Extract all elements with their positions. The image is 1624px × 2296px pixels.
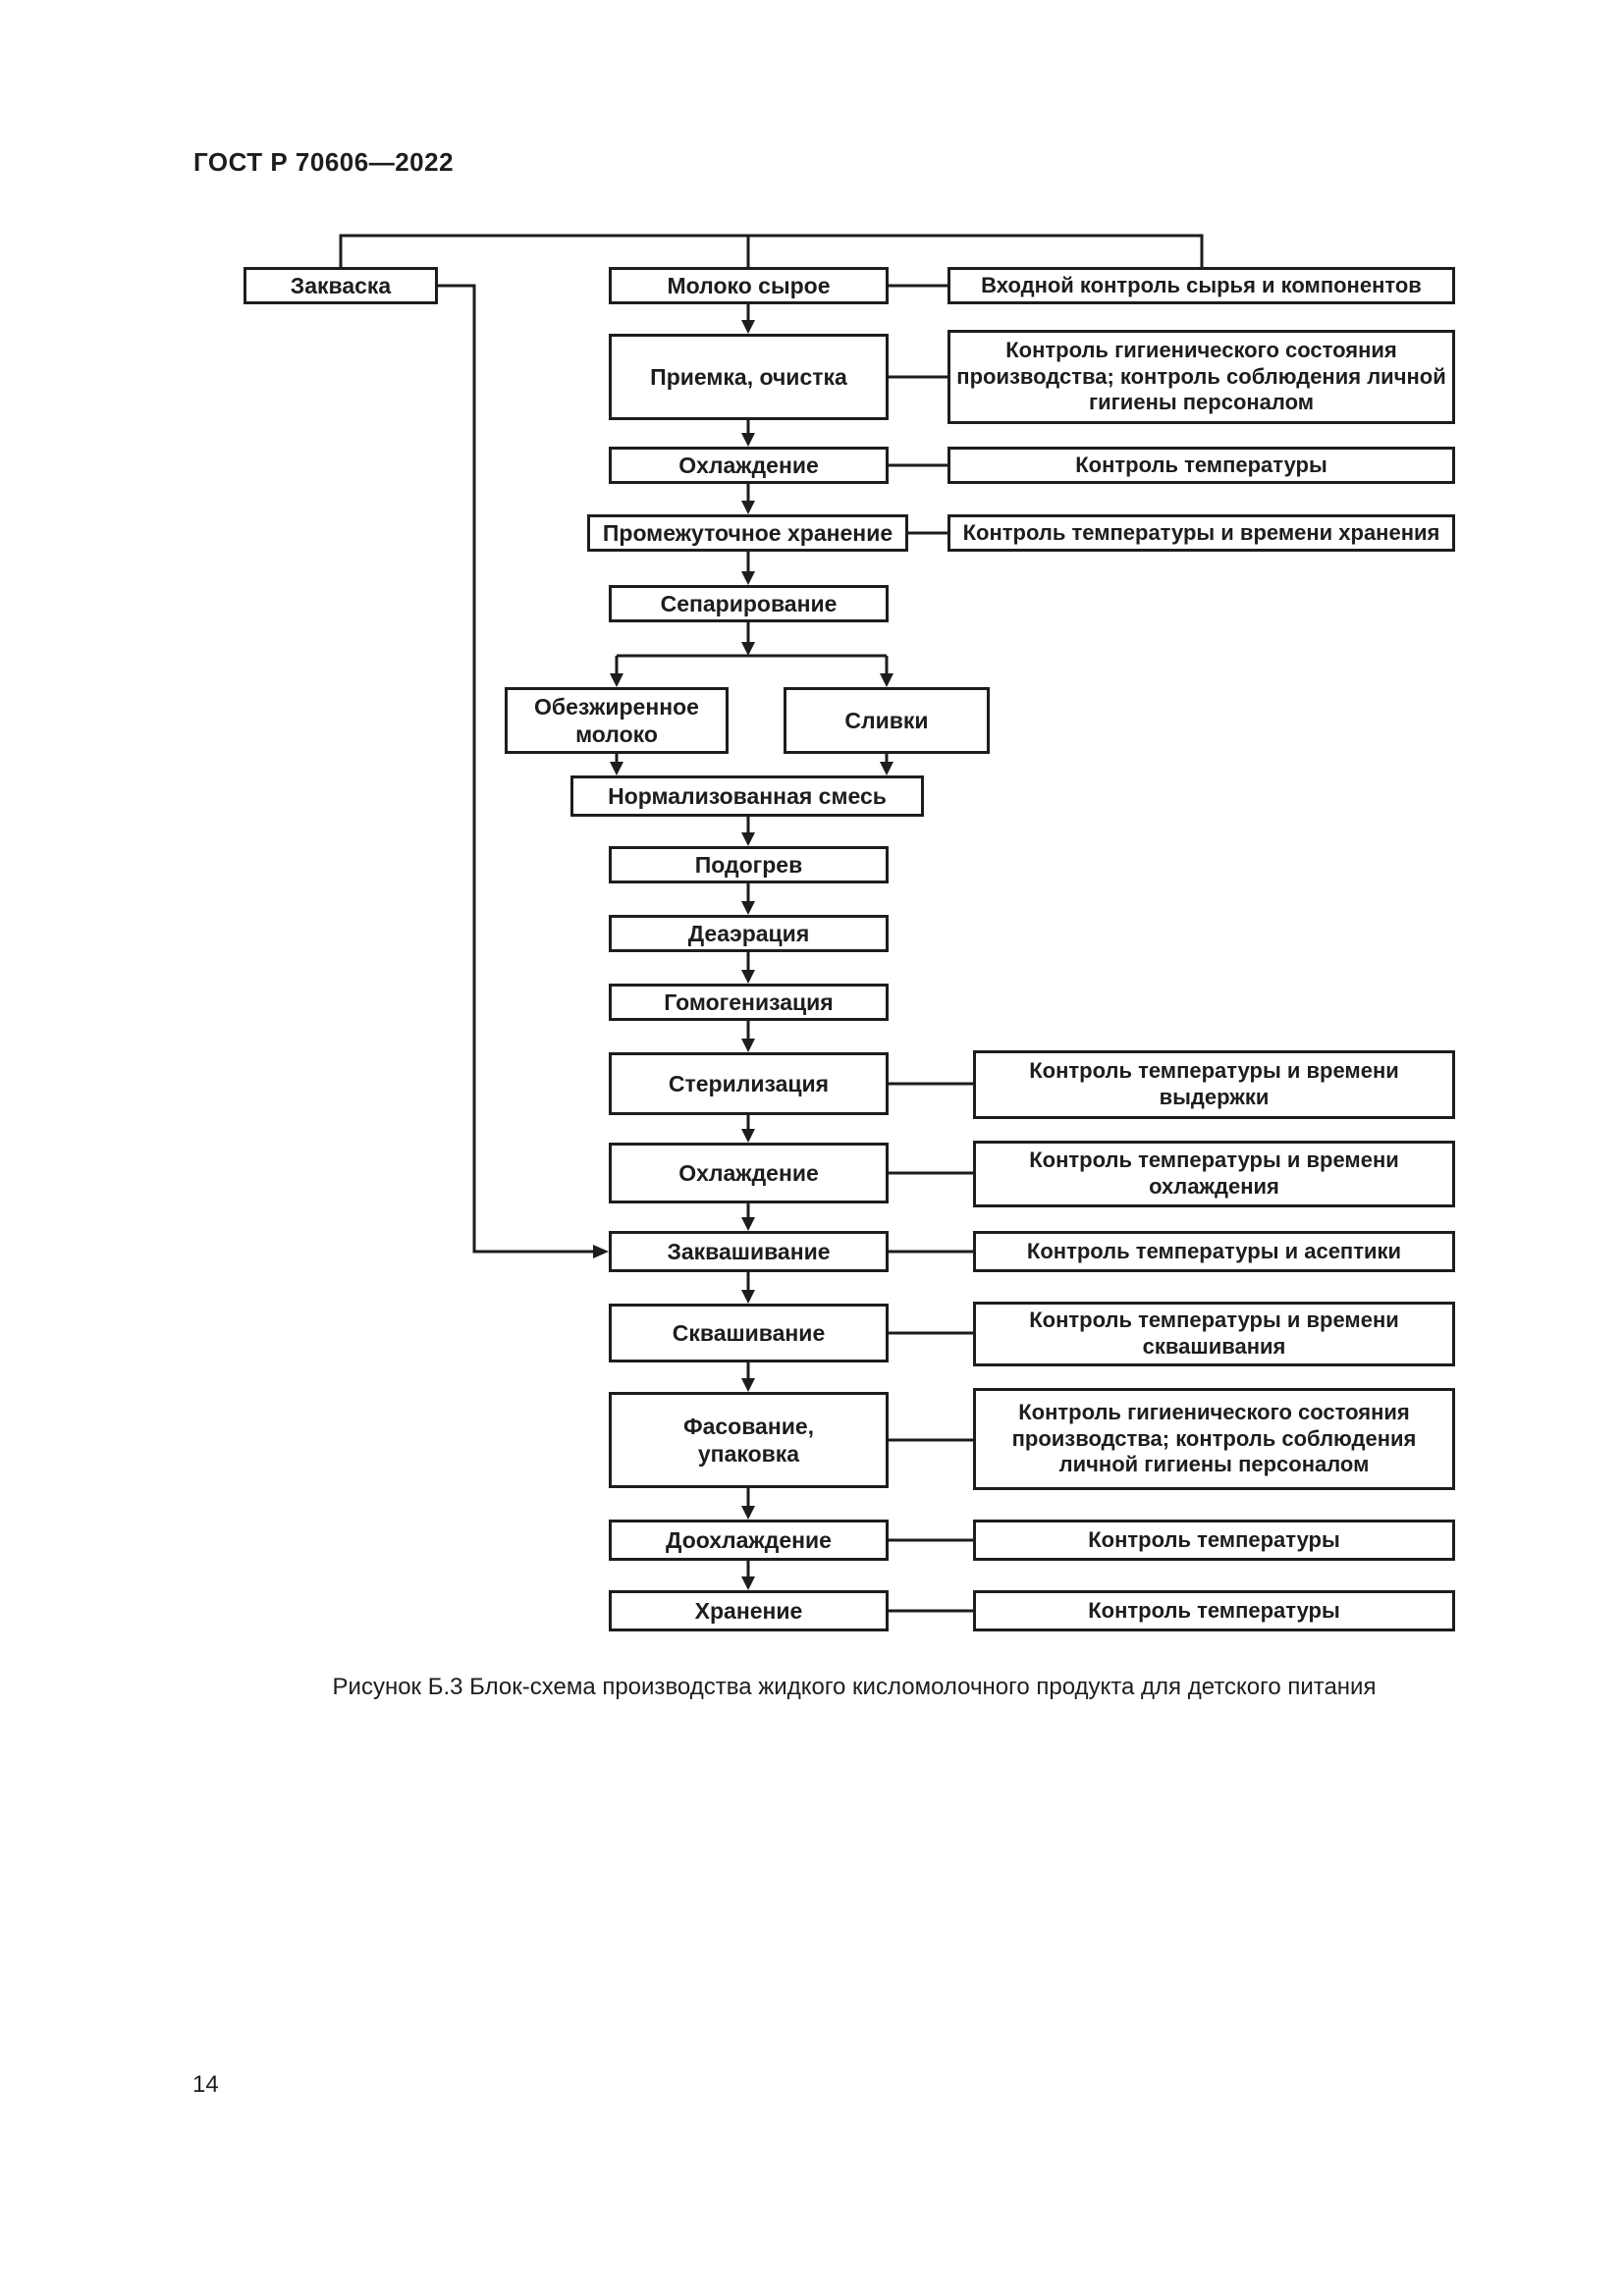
flow-top-line [339, 234, 1204, 267]
flow-arrow-14 [741, 1506, 755, 1520]
flow-arrow-10 [741, 1129, 755, 1143]
control-temperatura-ohlazhdeniya: Контроль температуры и времени охлаждени… [973, 1141, 1455, 1207]
control-vhodnoy-kontrol: Входной контроль сырья и компонентов [947, 267, 1455, 304]
node-normalizovannaya-smes: Нормализованная смесь [570, 775, 924, 817]
control-gigiena-2: Контроль гигиенического состояния произв… [973, 1388, 1455, 1490]
flow-arrow-13 [741, 1378, 755, 1392]
node-ohlazhdenie-1: Охлаждение [609, 447, 889, 484]
control-temperatura-aseptiki: Контроль температуры и асептики [973, 1231, 1455, 1272]
flow-arrow-11 [741, 1217, 755, 1231]
flow-arrow-9 [741, 1039, 755, 1052]
flow-arrow-1 [741, 320, 755, 334]
control-temperatura-1: Контроль температуры [947, 447, 1455, 484]
flow-arrow-6 [741, 832, 755, 846]
flow-arrow-4 [741, 571, 755, 585]
control-temperatura-3: Контроль температуры [973, 1590, 1455, 1631]
split-arrow-right [880, 673, 893, 687]
node-sterilizatsiya: Стерилизация [609, 1052, 889, 1115]
node-deaeratsiya: Деаэрация [609, 915, 889, 952]
control-temperatura-2: Контроль температуры [973, 1520, 1455, 1561]
flow-arrow-12 [741, 1290, 755, 1304]
merge-arrow-right [880, 762, 893, 775]
flow-arrow-2 [741, 433, 755, 447]
control-gigiena-1: Контроль гигиенического состояния произв… [947, 330, 1455, 424]
flow-arrow-15 [741, 1576, 755, 1590]
node-obezzhirennoe-moloko: Обезжиренное молоко [505, 687, 729, 754]
flow-arrow-8 [741, 970, 755, 984]
figure-caption: Рисунок Б.3 Блок-схема производства жидк… [332, 1674, 1377, 1700]
node-fasovanie-upakovka: Фасование, упаковка [609, 1392, 889, 1488]
flow-arrow-7 [741, 901, 755, 915]
node-moloko-syroe: Молоко сырое [609, 267, 889, 304]
node-ohlazhdenie-2: Охлаждение [609, 1143, 889, 1203]
control-temperatura-vyderzhki: Контроль температуры и времени выдержки [973, 1050, 1455, 1119]
node-promezhutochnoe-hranenie: Промежуточное хранение [587, 514, 908, 552]
node-skvashivanie: Сквашивание [609, 1304, 889, 1362]
node-zakvaska: Закваска [244, 267, 438, 304]
flow-arrow-5 [741, 642, 755, 656]
page-number: 14 [192, 2071, 219, 2098]
zakvaska-route [438, 284, 593, 1254]
node-gomogenizatsiya: Гомогенизация [609, 984, 889, 1021]
node-hranenie: Хранение [609, 1590, 889, 1631]
merge-arrow-left [610, 762, 623, 775]
zakvaska-arrow-head [593, 1245, 609, 1258]
node-slivki: Сливки [784, 687, 990, 754]
node-podogrev: Подогрев [609, 846, 889, 883]
control-temperatura-skvashivaniya: Контроль температуры и времени сквашиван… [973, 1302, 1455, 1366]
split-arrow-left [610, 673, 623, 687]
node-doohlazhdenie: Доохлаждение [609, 1520, 889, 1561]
control-temperatura-vremya-hraneniya: Контроль температуры и времени хранения [947, 514, 1455, 552]
node-priemka-ochistka: Приемка, очистка [609, 334, 889, 420]
node-zakvashivanie: Заквашивание [609, 1231, 889, 1272]
node-separirovanie: Сепарирование [609, 585, 889, 622]
flow-arrow-3 [741, 501, 755, 514]
standard-number: ГОСТ Р 70606—2022 [193, 147, 455, 177]
